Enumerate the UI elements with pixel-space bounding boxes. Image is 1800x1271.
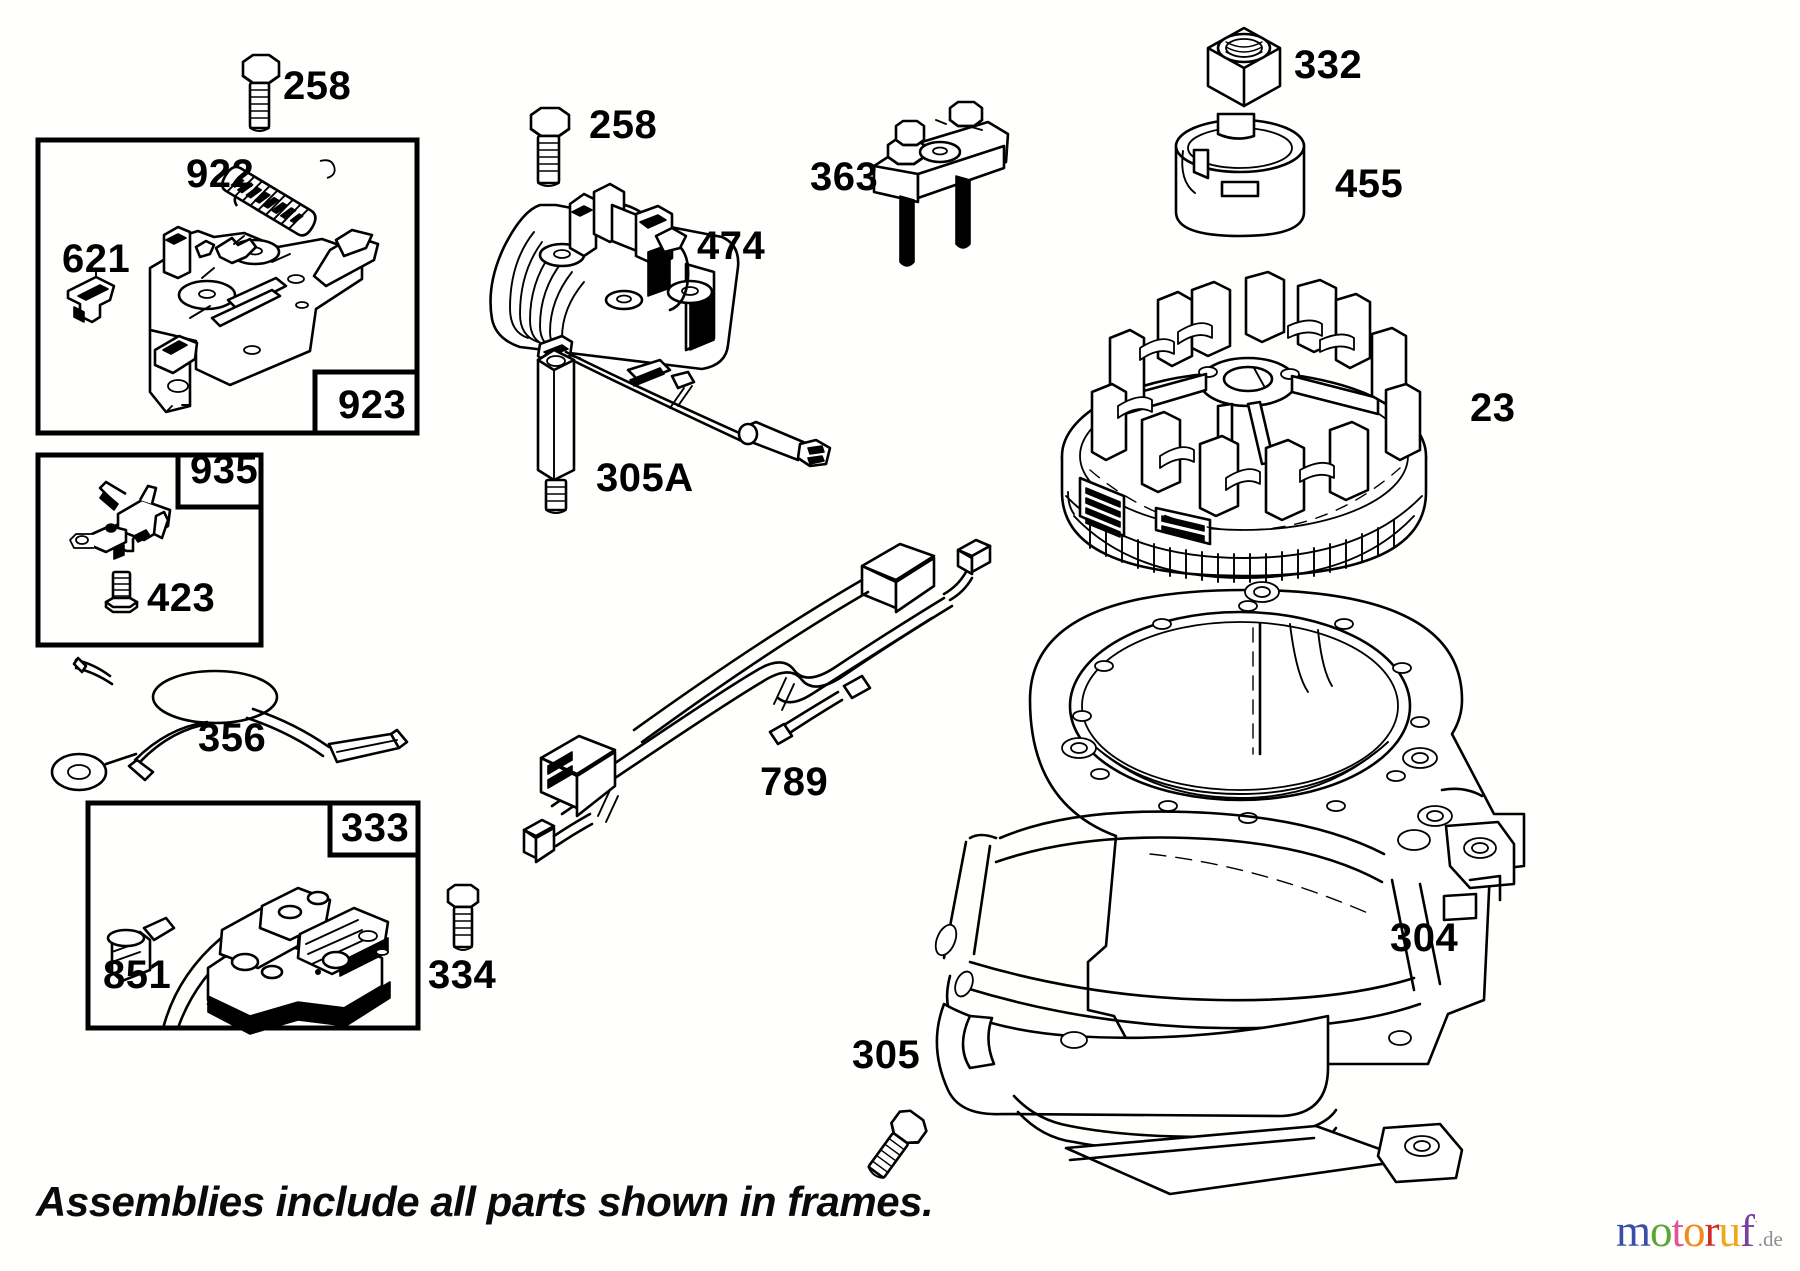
watermark-letter: m xyxy=(1616,1206,1651,1256)
callout-789: 789 xyxy=(760,760,829,804)
frame-935-box xyxy=(35,452,264,648)
watermark-letter: r xyxy=(1704,1206,1720,1256)
part-332-nut xyxy=(1206,26,1282,108)
watermark-letter: t xyxy=(1671,1206,1684,1256)
part-23-flywheel xyxy=(1060,270,1428,583)
part-304-blower-housing xyxy=(934,581,1526,1196)
callout-258-middle: 258 xyxy=(589,103,658,147)
callout-851: 851 xyxy=(103,953,172,997)
callout-935: 935 xyxy=(190,448,259,492)
part-455-starter-cup xyxy=(1174,112,1306,238)
callout-305: 305 xyxy=(852,1033,921,1077)
part-363-bracket xyxy=(872,100,1010,267)
frame-923-box xyxy=(35,137,420,436)
callout-363: 363 xyxy=(810,155,879,199)
part-334-screw xyxy=(446,883,480,951)
callout-423: 423 xyxy=(147,576,216,620)
part-423-screw xyxy=(104,570,139,614)
part-621-clip xyxy=(66,270,116,324)
callout-356: 356 xyxy=(198,716,267,760)
part-935-switch-bracket xyxy=(69,480,172,560)
diagram-caption: Assemblies include all parts shown in fr… xyxy=(36,1178,934,1225)
callout-922: 922 xyxy=(186,152,255,196)
watermark-letter: o xyxy=(1683,1206,1705,1256)
watermark-dot: ˙ xyxy=(1754,1219,1759,1234)
part-789-wiring-harness xyxy=(522,538,992,864)
callout-333: 333 xyxy=(341,806,410,850)
callout-455: 455 xyxy=(1335,162,1404,206)
callout-23: 23 xyxy=(1470,386,1516,430)
watermark-letter: f xyxy=(1740,1206,1755,1256)
callout-258-top-left: 258 xyxy=(283,64,352,108)
part-922-spring xyxy=(220,159,336,237)
part-305A-standoff xyxy=(536,348,576,514)
callout-334: 334 xyxy=(428,953,497,997)
part-258-bolt-left xyxy=(241,53,281,132)
motoruf-watermark: motoruf˙.de xyxy=(1616,1205,1783,1257)
part-356-ground-wire xyxy=(50,656,409,792)
callout-305A: 305A xyxy=(596,456,694,500)
watermark-suffix: .de xyxy=(1757,1227,1783,1251)
callout-923: 923 xyxy=(338,383,407,427)
watermark-letter: o xyxy=(1650,1206,1672,1256)
callout-304: 304 xyxy=(1390,916,1459,960)
callout-474: 474 xyxy=(697,224,766,268)
part-333-ignition-coil xyxy=(106,886,391,1035)
part-258-bolt-middle xyxy=(529,106,571,187)
part-923-control-bracket xyxy=(148,225,380,414)
callout-621: 621 xyxy=(62,237,131,281)
part-305-screw xyxy=(867,1109,928,1179)
watermark-letter: u xyxy=(1718,1206,1741,1256)
part-474-armature xyxy=(489,182,832,468)
callout-332: 332 xyxy=(1294,43,1363,87)
